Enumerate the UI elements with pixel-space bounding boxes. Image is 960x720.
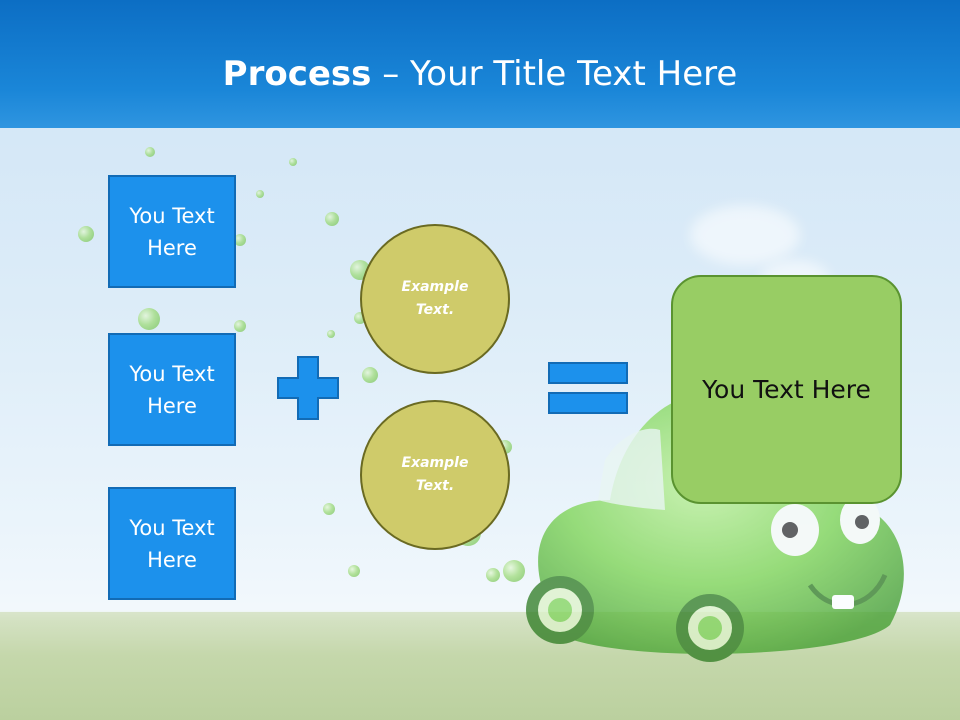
title-dash: – [371,54,411,94]
example-circle-label: Example Text. [401,279,469,318]
bubble [362,367,378,383]
bubble [486,568,500,582]
input-box-2[interactable]: You Text Here [108,333,236,446]
title-bold: Process [222,54,372,94]
bubble [234,320,246,332]
example-circle-2[interactable]: Example Text. [360,400,510,550]
page-title: Process – Your Title Text Here [0,52,960,96]
result-box-label: You Text Here [702,375,871,404]
plus-icon [277,356,339,420]
bubble [145,147,155,157]
bubble [256,190,264,198]
input-box-label: You Text Here [129,361,215,418]
bubble [348,565,360,577]
title-text: Your Title Text Here [410,54,738,94]
result-box[interactable]: You Text Here [671,275,902,504]
bubble [289,158,297,166]
input-box-1[interactable]: You Text Here [108,175,236,288]
bubble [234,234,246,246]
bubble [327,330,335,338]
input-box-3[interactable]: You Text Here [108,487,236,600]
bubble [323,503,335,515]
bubble [503,560,525,582]
title-bar [0,0,960,128]
bubble [138,308,160,330]
cloud [690,205,800,265]
example-circle-1[interactable]: Example Text. [360,224,510,374]
equals-icon [548,362,628,414]
bubble [78,226,94,242]
input-box-label: You Text Here [129,203,215,260]
bubble [325,212,339,226]
input-box-label: You Text Here [129,515,215,572]
example-circle-label: Example Text. [401,455,469,494]
